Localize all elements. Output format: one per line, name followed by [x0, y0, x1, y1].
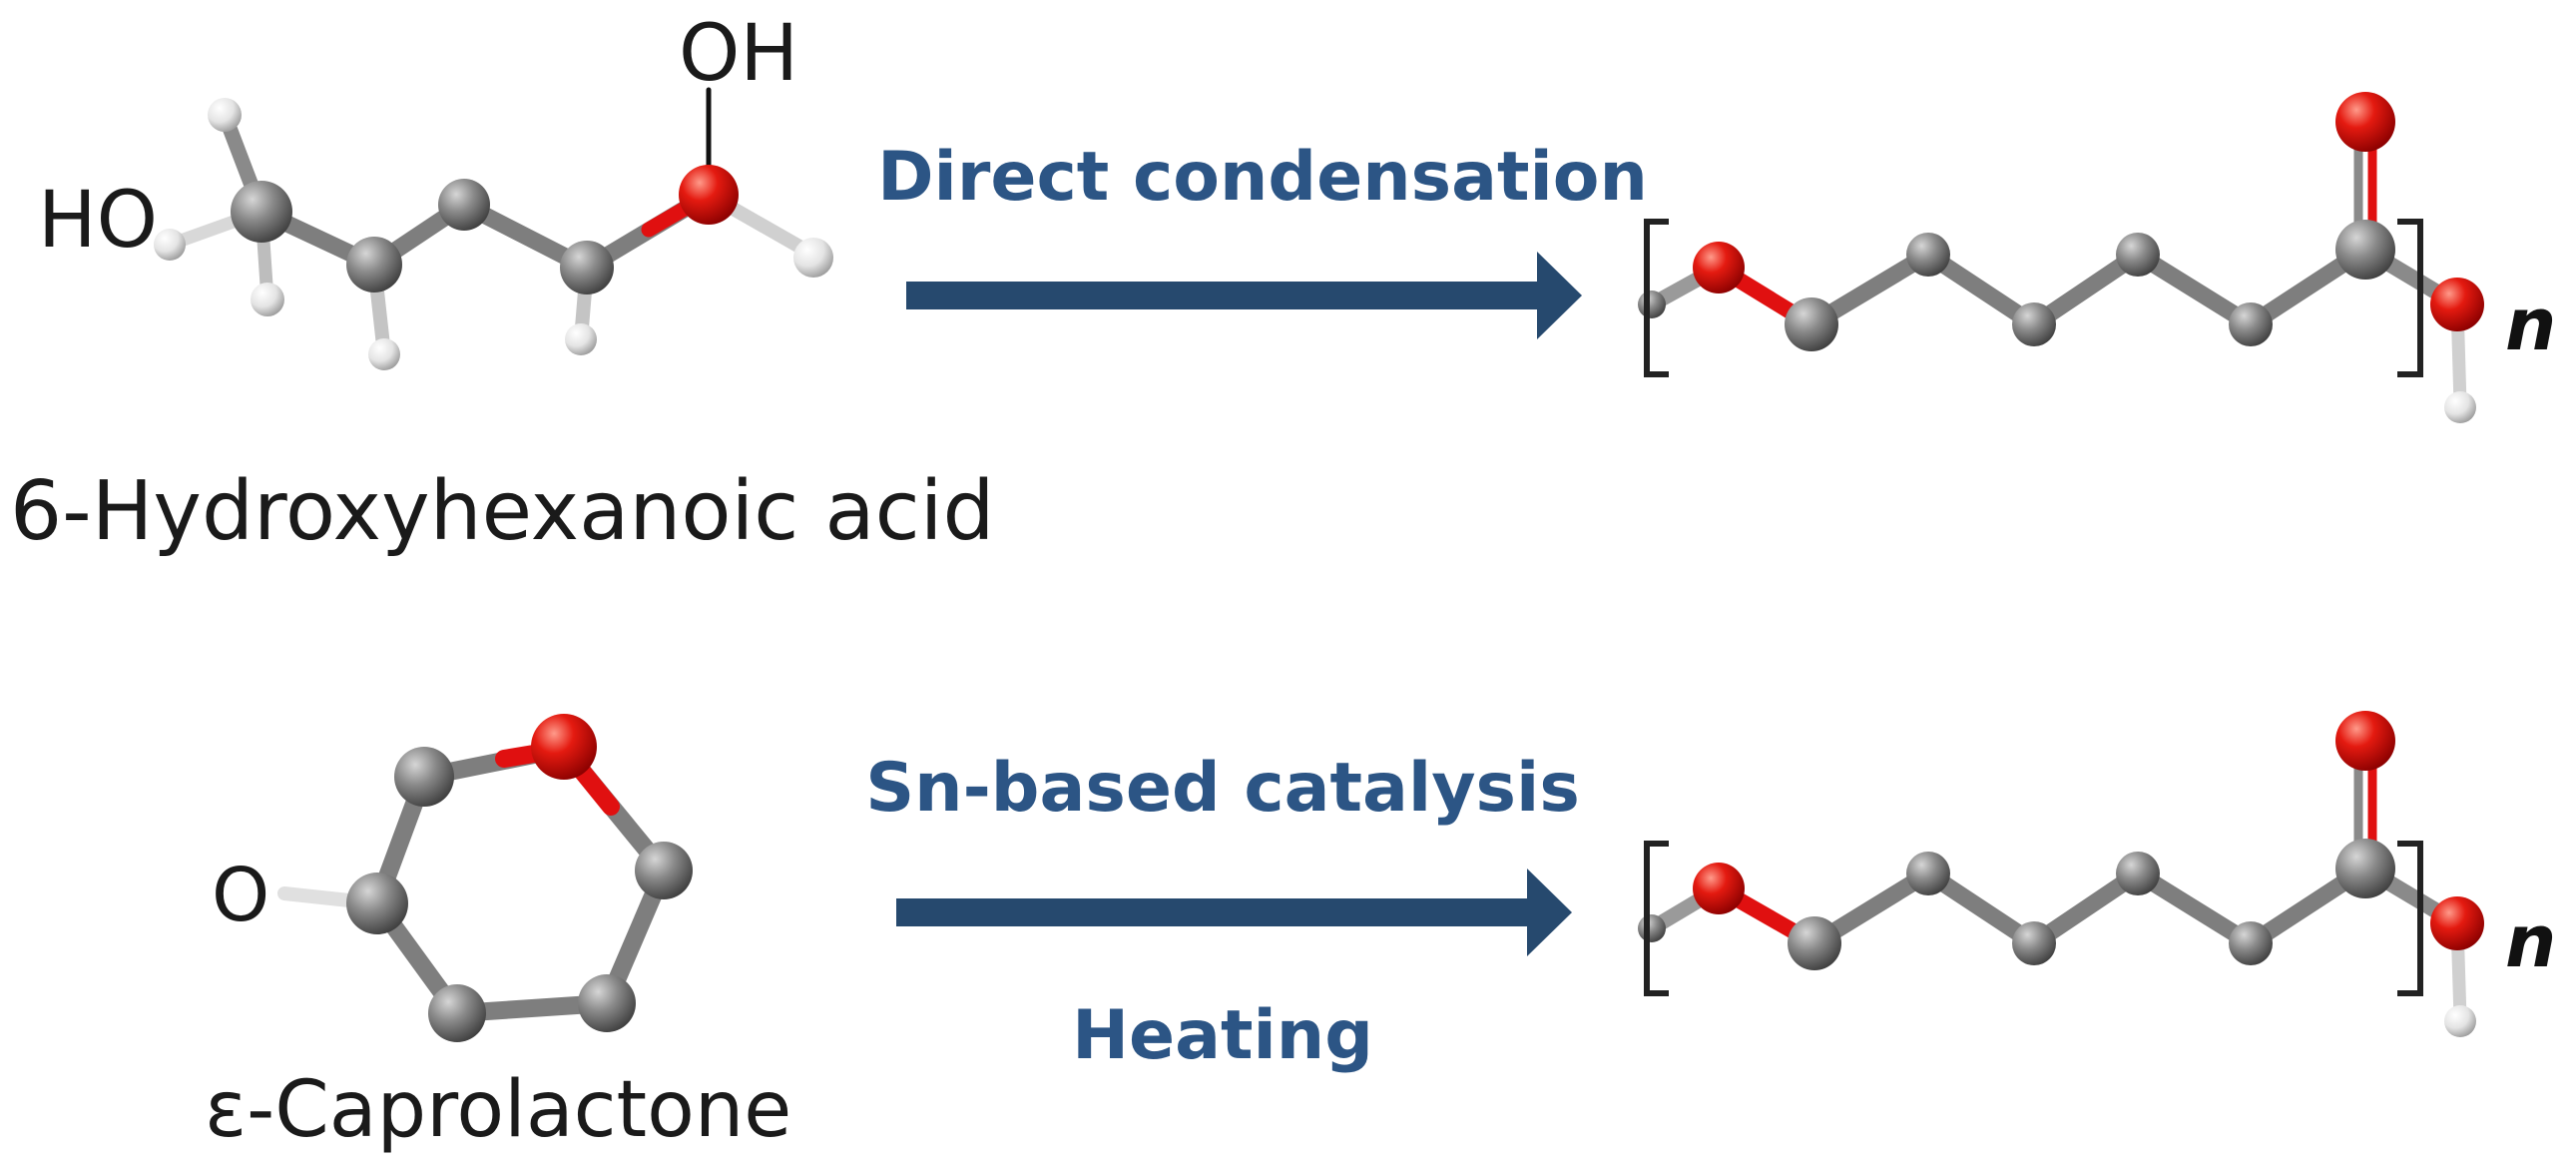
top-reaction-arrow — [906, 252, 1582, 339]
repeat-count-label: n — [2505, 899, 2556, 983]
sn-catalysis-label: Sn-based catalysis — [865, 749, 1580, 828]
atoms — [154, 98, 833, 370]
right-bracket-icon — [2397, 219, 2423, 377]
hydroxyl-label-left: HO — [38, 176, 158, 266]
top-polymer-model: n — [1638, 92, 2556, 423]
left-bracket-icon — [1644, 841, 1669, 996]
heating-label: Heating — [1072, 996, 1373, 1075]
repeat-count-label: n — [2505, 283, 2556, 366]
caprolactone-model: O — [212, 714, 693, 1042]
caprolactone-name: ε-Caprolactone — [205, 1065, 791, 1155]
bottom-polymer-model: n — [1638, 711, 2556, 1037]
carbonyl-oxygen-label: O — [212, 853, 269, 938]
hydroxyhexanoic-acid-model: HO OH — [38, 9, 833, 370]
hydroxyhexanoic-acid-name: 6-Hydroxyhexanoic acid — [10, 464, 995, 559]
hydroxyl-label-top: OH — [679, 9, 798, 99]
left-bracket-icon — [1644, 219, 1669, 377]
arrowhead-icon — [1527, 869, 1572, 956]
bottom-reaction-arrow — [896, 869, 1572, 956]
arrowhead-icon — [1537, 252, 1582, 339]
direct-condensation-label: Direct condensation — [877, 138, 1648, 217]
right-bracket-icon — [2397, 841, 2423, 996]
